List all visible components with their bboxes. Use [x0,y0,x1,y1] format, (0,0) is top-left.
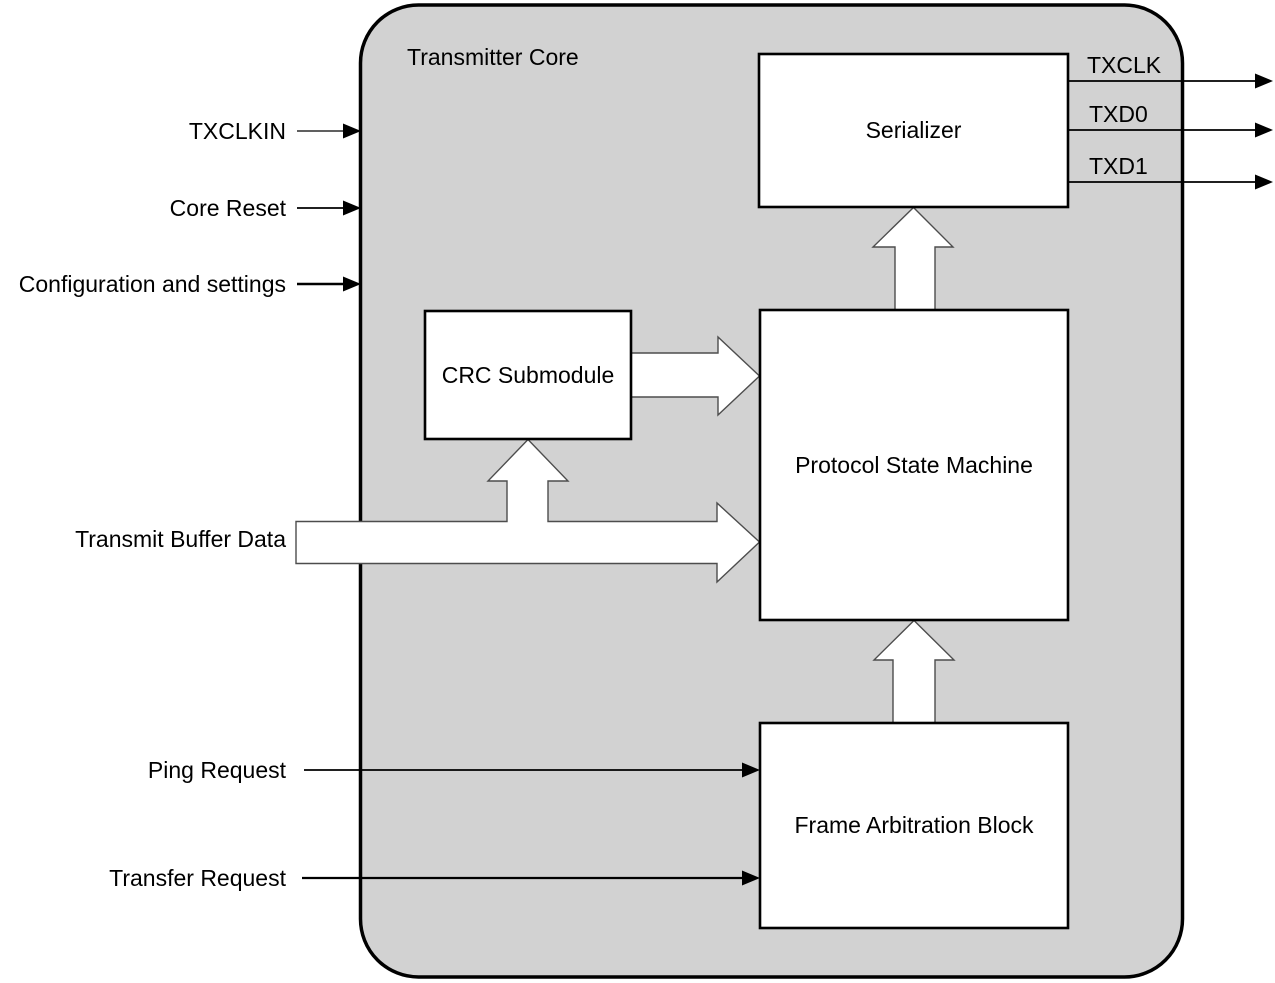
input-transmit-buffer-data: Transmit Buffer Data [75,526,286,552]
arrow-crc-to-psm [630,335,761,417]
output-txd0: TXD0 [1068,101,1273,138]
txd1-label: TXD1 [1089,153,1148,179]
input-txclkin: TXCLKIN [189,118,361,144]
serializer-block [757,52,1070,209]
txd0-label: TXD0 [1089,101,1148,127]
frame-arbitration-label: Frame Arbitration Block [794,812,1034,838]
input-ping-request: Ping Request [148,757,760,783]
core-reset-arrowhead-icon [343,200,361,216]
arrow-fab-to-psm [872,619,956,724]
serializer-label: Serializer [866,117,962,143]
configuration-arrowhead-icon [343,276,361,292]
configuration-label: Configuration and settings [19,271,286,297]
transfer-request-arrowhead-icon [742,870,760,886]
output-txclk: TXCLK [1068,52,1273,89]
transmit-buffer-data-label: Transmit Buffer Data [75,526,286,552]
frame-arbitration-block [758,721,1070,930]
input-transfer-request: Transfer Request [109,865,760,891]
txclk-arrowhead-icon [1255,73,1273,89]
ping-request-label: Ping Request [148,757,287,783]
transmitter-core-title: Transmitter Core [407,44,579,70]
txd0-arrowhead-icon [1255,122,1273,138]
txd1-arrowhead-icon [1255,174,1273,190]
input-configuration: Configuration and settings [19,271,361,297]
arrow-psm-to-serializer [871,206,955,311]
output-txd1: TXD1 [1068,153,1273,190]
txclkin-arrowhead-icon [343,123,361,139]
arrow-transmit-buffer-data [295,438,761,584]
crc-submodule-block [423,309,633,441]
txclk-label: TXCLK [1087,52,1162,78]
crc-submodule-label: CRC Submodule [442,362,615,388]
core-reset-label: Core Reset [170,195,287,221]
transfer-request-label: Transfer Request [109,865,286,891]
ping-request-arrowhead-icon [742,762,760,778]
protocol-state-machine-label: Protocol State Machine [795,452,1033,478]
protocol-state-machine-block [758,308,1070,622]
txclkin-label: TXCLKIN [189,118,286,144]
input-core-reset: Core Reset [170,195,361,221]
